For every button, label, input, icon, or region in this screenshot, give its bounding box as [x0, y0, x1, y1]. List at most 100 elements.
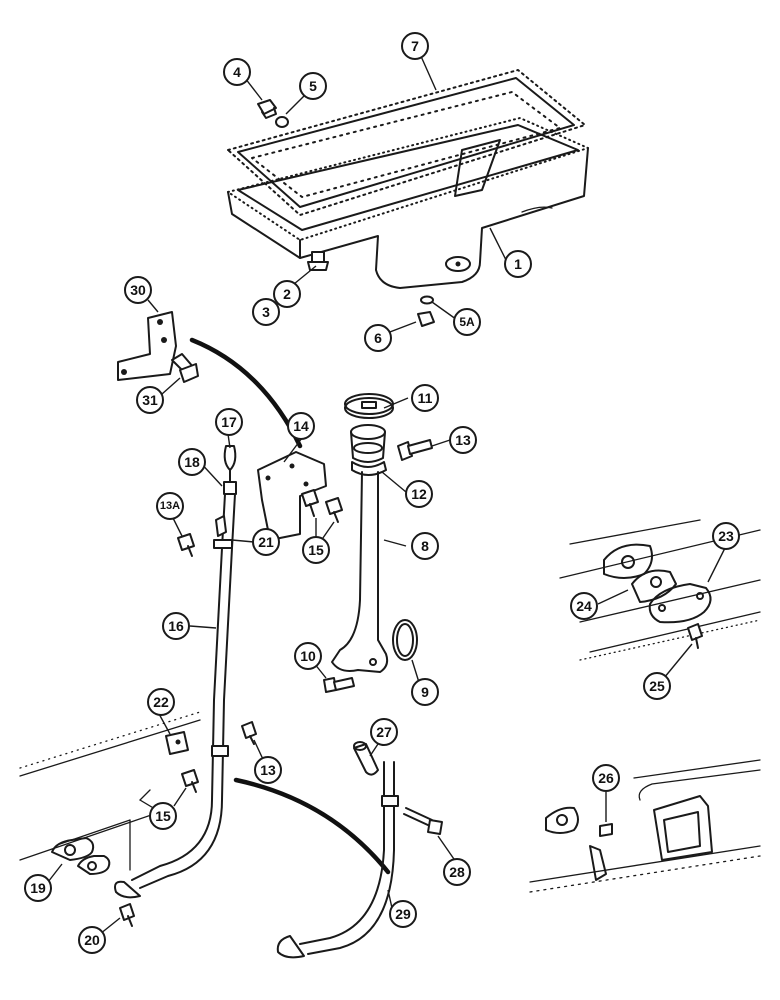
svg-text:14: 14: [293, 418, 309, 434]
svg-text:10: 10: [300, 648, 316, 664]
washer-5a: [420, 295, 434, 305]
oil-pan: [227, 117, 589, 289]
svg-text:20: 20: [84, 932, 100, 948]
svg-text:17: 17: [221, 414, 237, 430]
svg-text:21: 21: [258, 534, 274, 550]
engine-block-right-lower: [529, 759, 761, 893]
callout-3: 3: [252, 298, 280, 326]
callout-11: 11: [411, 384, 439, 412]
callout-7: 7: [401, 32, 429, 60]
o-ring-9: [392, 619, 418, 661]
svg-text:12: 12: [411, 486, 427, 502]
callout-13-upper: 13: [449, 426, 477, 454]
bolt-13-upper: [397, 439, 433, 461]
svg-text:18: 18: [184, 454, 200, 470]
bolt-10: [323, 677, 355, 693]
drain-plug-4: [257, 99, 277, 119]
callout-5: 5: [299, 72, 327, 100]
callout-5a: 5A: [453, 308, 481, 336]
seal-ring-12: [351, 461, 387, 476]
svg-text:6: 6: [374, 330, 382, 346]
plug-2: [307, 251, 329, 271]
callout-6: 6: [364, 324, 392, 352]
bracket-14: [257, 451, 327, 541]
cover-23: [648, 583, 712, 624]
oil-pan-gasket: [227, 69, 586, 216]
svg-text:5: 5: [309, 78, 317, 94]
svg-text:30: 30: [130, 282, 146, 298]
callout-10: 10: [294, 642, 322, 670]
assembly-arrow-lower: [233, 777, 391, 875]
svg-text:27: 27: [376, 724, 392, 740]
callout-16: 16: [162, 612, 190, 640]
bolt-28: [403, 807, 443, 835]
filler-cap-11: [344, 393, 394, 419]
svg-text:28: 28: [449, 864, 465, 880]
callout-15-upper: 15: [302, 536, 330, 564]
callout-23: 23: [712, 522, 740, 550]
callout-13a: 13A: [156, 492, 184, 520]
svg-text:29: 29: [395, 906, 411, 922]
dipstick-seal-18: [223, 481, 237, 495]
callout-8: 8: [411, 532, 439, 560]
callout-2: 2: [273, 280, 301, 308]
gasket-24: [603, 543, 677, 603]
fitting-26: [589, 823, 613, 881]
gasket-lower-right: [545, 806, 579, 834]
callout-27: 27: [370, 718, 398, 746]
callout-17: 17: [215, 408, 243, 436]
callout-30: 30: [124, 276, 152, 304]
svg-text:15: 15: [155, 808, 171, 824]
bolt-20: [119, 903, 135, 927]
filler-tube-8: [331, 471, 389, 673]
callout-24: 24: [570, 592, 598, 620]
gasket-19: [51, 837, 111, 875]
callout-15-lower: 15: [149, 802, 177, 830]
callout-29: 29: [389, 900, 417, 928]
callout-31: 31: [136, 386, 164, 414]
callout-28: 28: [443, 858, 471, 886]
svg-text:3: 3: [262, 304, 270, 320]
bolt-15-pair: [301, 489, 343, 523]
callout-22: 22: [147, 688, 175, 716]
svg-text:25: 25: [649, 678, 665, 694]
tube-29: [276, 761, 399, 959]
svg-text:23: 23: [718, 528, 734, 544]
svg-text:31: 31: [142, 392, 158, 408]
svg-text:19: 19: [30, 880, 46, 896]
svg-text:22: 22: [153, 694, 169, 710]
svg-text:13A: 13A: [160, 500, 180, 512]
bolt-15-lower: [181, 769, 199, 793]
svg-text:5A: 5A: [459, 315, 475, 329]
callout-12: 12: [405, 480, 433, 508]
assembly-arrow-upper: [189, 337, 303, 449]
callout-26: 26: [592, 764, 620, 792]
callout-25: 25: [643, 672, 671, 700]
svg-text:11: 11: [418, 390, 433, 406]
callout-20: 20: [78, 926, 106, 954]
svg-text:24: 24: [576, 598, 592, 614]
callout-13-lower: 13: [254, 756, 282, 784]
callout-9: 9: [411, 678, 439, 706]
dipstick-handle-17: [223, 445, 237, 483]
svg-text:9: 9: [421, 684, 429, 700]
svg-text:13: 13: [455, 432, 471, 448]
svg-text:8: 8: [421, 538, 429, 554]
callout-14: 14: [287, 412, 315, 440]
bolt-13a: [177, 533, 195, 557]
svg-text:7: 7: [411, 38, 419, 54]
sealing-washer-5: [275, 116, 289, 128]
svg-text:1: 1: [514, 256, 522, 272]
bracket-22: [165, 731, 189, 755]
bracket-30: [117, 311, 177, 381]
plug-6: [417, 311, 435, 327]
callout-19: 19: [24, 874, 52, 902]
svg-text:2: 2: [283, 286, 291, 302]
sleeve-27: [353, 741, 379, 776]
callout-4: 4: [223, 58, 251, 86]
clip-21: [215, 515, 227, 537]
bolt-13-lower: [241, 721, 257, 745]
callout-1: 1: [504, 250, 532, 278]
svg-text:26: 26: [598, 770, 614, 786]
